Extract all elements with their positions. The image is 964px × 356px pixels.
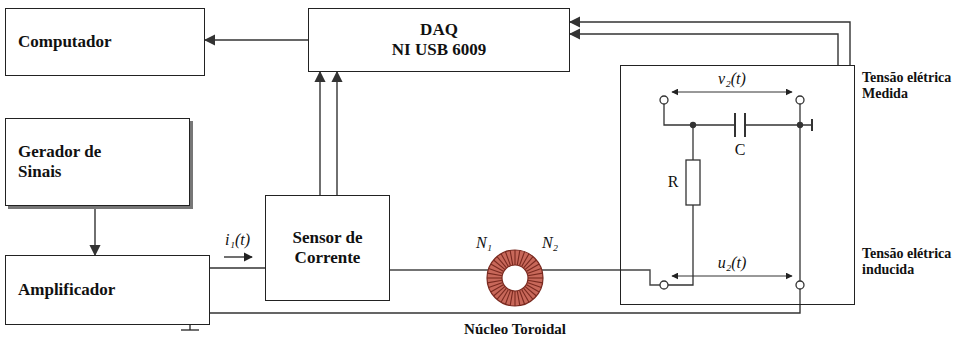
component-label: C: [735, 141, 746, 159]
process-box: Gerador de Sinais: [5, 118, 190, 206]
coil-windings: [522, 254, 530, 267]
coil-windings: [514, 291, 515, 306]
signal-name: v₂(t): [718, 70, 746, 88]
winding-wires: [542, 270, 660, 285]
process-box: DAQNI USB 6009: [308, 8, 570, 72]
coil-windings: [505, 252, 510, 266]
rc-circuit: [811, 119, 813, 131]
box-label: Sensor de Corrente: [282, 228, 374, 267]
toroidal-core: [487, 250, 543, 306]
rc-circuit: [686, 160, 700, 205]
process-box: Sensor de Corrente: [265, 195, 390, 301]
ground-symbol: [181, 329, 199, 330]
coil-windings: [514, 250, 515, 265]
rc-circuit: [672, 276, 792, 277]
rc-circuit: [660, 281, 668, 289]
winding-wires: [390, 269, 488, 270]
coil-windings: [528, 277, 543, 278]
signal-wire: [336, 72, 337, 195]
rc-circuit: [660, 96, 668, 104]
coil-windings: [510, 291, 513, 306]
signal-wire: [94, 209, 95, 255]
rc-circuit: [734, 113, 736, 137]
signal-wire: [210, 267, 265, 268]
box-heading: DAQ: [420, 20, 458, 40]
box-label: Gerador de Sinais: [18, 142, 123, 181]
signal-name: u₂(t): [718, 254, 747, 272]
rc-circuit: [799, 289, 800, 305]
component-label: R: [668, 173, 679, 191]
rc-circuit: [668, 205, 693, 285]
coil-windings: [487, 250, 543, 306]
box-label: Computador: [18, 32, 112, 52]
box-heading: NI USB 6009: [392, 40, 486, 60]
coil-windings: [489, 282, 503, 287]
signal-wire: [210, 305, 800, 313]
rc-circuit: [660, 92, 812, 305]
rc-circuit: [796, 96, 804, 104]
coil-windings: [497, 257, 507, 268]
coil-windings: [501, 289, 509, 302]
rc-circuit: [798, 123, 803, 128]
coil-windings: [519, 290, 524, 304]
process-box: Amplificador: [5, 255, 210, 325]
toroidal-core: [502, 265, 528, 291]
ground-symbol: [189, 325, 190, 330]
coil-windings: [487, 277, 502, 278]
coil-windings: [517, 291, 520, 306]
box-label: Amplificador: [18, 280, 115, 300]
coil-windings: [528, 273, 543, 276]
current-arrow: [224, 257, 252, 258]
rc-circuit: [664, 104, 735, 125]
coil-windings: [526, 285, 539, 293]
coil-windings: [487, 273, 502, 276]
coil-windings: [525, 260, 536, 270]
rc-circuit: [672, 92, 792, 93]
coil-windings: [487, 280, 502, 283]
signal-wire: [570, 34, 838, 65]
coil-windings: [527, 268, 541, 273]
coil-windings: [491, 264, 504, 272]
coil-windings: [528, 280, 543, 283]
rc-circuit: [692, 125, 693, 160]
signal-name: i₁(t): [225, 231, 250, 249]
ground-symbol: [181, 325, 199, 330]
process-box: Computador: [5, 8, 205, 76]
signal-wire: [319, 72, 320, 195]
winding-label: N₁: [476, 234, 492, 252]
component-label: Núcleo Toroidal: [464, 321, 566, 338]
coil-windings: [510, 250, 513, 265]
signal-wire: [570, 22, 850, 65]
signal-wire: [205, 39, 308, 40]
rc-circuit: [799, 104, 800, 281]
current-arrow: [224, 256, 252, 257]
voltage-caption: Tensão elétrica Medida: [862, 70, 958, 102]
coil-windings: [523, 288, 533, 299]
coil-windings: [494, 286, 505, 296]
winding-label: N₂: [542, 234, 558, 252]
voltage-caption: Tensão elétrica inducida: [862, 246, 958, 278]
rc-circuit: [796, 281, 804, 289]
toroidal-core: [487, 250, 543, 306]
coil-windings: [517, 250, 520, 265]
